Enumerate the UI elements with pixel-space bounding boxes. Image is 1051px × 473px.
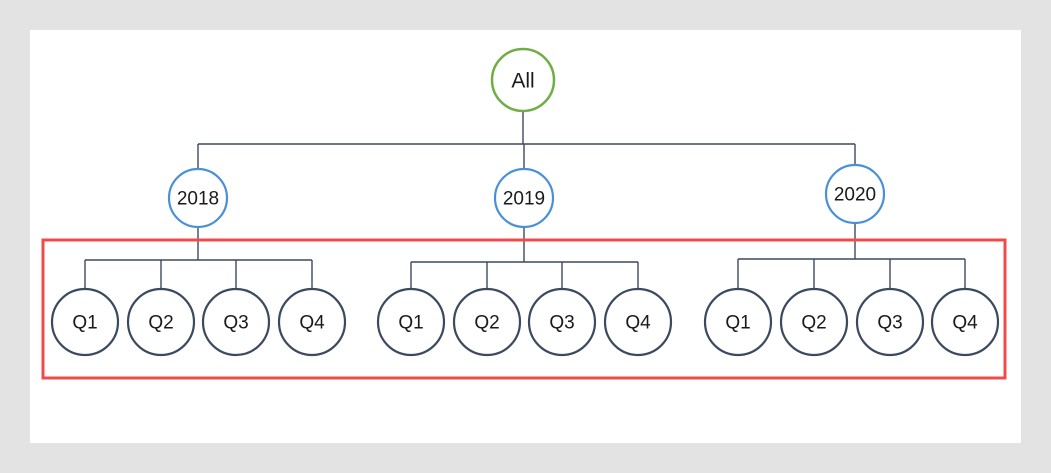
year-circle [167, 167, 229, 229]
quarter-circle [50, 287, 120, 357]
node-quarter-q4-2020[interactable]: Q4 [930, 287, 1000, 357]
quarter-circle [603, 287, 673, 357]
root-circle [490, 47, 556, 113]
node-quarter-q1-2018[interactable]: Q1 [50, 287, 120, 357]
node-quarter-q3-2020[interactable]: Q3 [855, 287, 925, 357]
node-root-all[interactable]: All [490, 47, 556, 113]
quarter-circle [930, 287, 1000, 357]
node-year-2020[interactable]: 2020 [824, 163, 886, 225]
node-quarter-q2-2018[interactable]: Q2 [126, 287, 196, 357]
node-year-2018[interactable]: 2018 [167, 167, 229, 229]
quarter-circle [126, 287, 196, 357]
year-circle [824, 163, 886, 225]
quarter-level-highlight-box [41, 238, 1007, 380]
node-quarter-q2-2019[interactable]: Q2 [452, 287, 522, 357]
node-year-2019[interactable]: 2019 [493, 167, 555, 229]
quarter-circle [703, 287, 773, 357]
node-quarter-q1-2019[interactable]: Q1 [376, 287, 446, 357]
node-quarter-q1-2020[interactable]: Q1 [703, 287, 773, 357]
quarter-circle [855, 287, 925, 357]
quarter-circle [527, 287, 597, 357]
node-quarter-q4-2019[interactable]: Q4 [603, 287, 673, 357]
quarter-circle [277, 287, 347, 357]
quarter-circle [201, 287, 271, 357]
quarter-circle [779, 287, 849, 357]
node-quarter-q3-2018[interactable]: Q3 [201, 287, 271, 357]
year-circle [493, 167, 555, 229]
node-quarter-q4-2018[interactable]: Q4 [277, 287, 347, 357]
connector-lines [84, 111, 966, 289]
quarter-circle [376, 287, 446, 357]
node-quarter-q3-2019[interactable]: Q3 [527, 287, 597, 357]
quarter-circle [452, 287, 522, 357]
node-quarter-q2-2020[interactable]: Q2 [779, 287, 849, 357]
